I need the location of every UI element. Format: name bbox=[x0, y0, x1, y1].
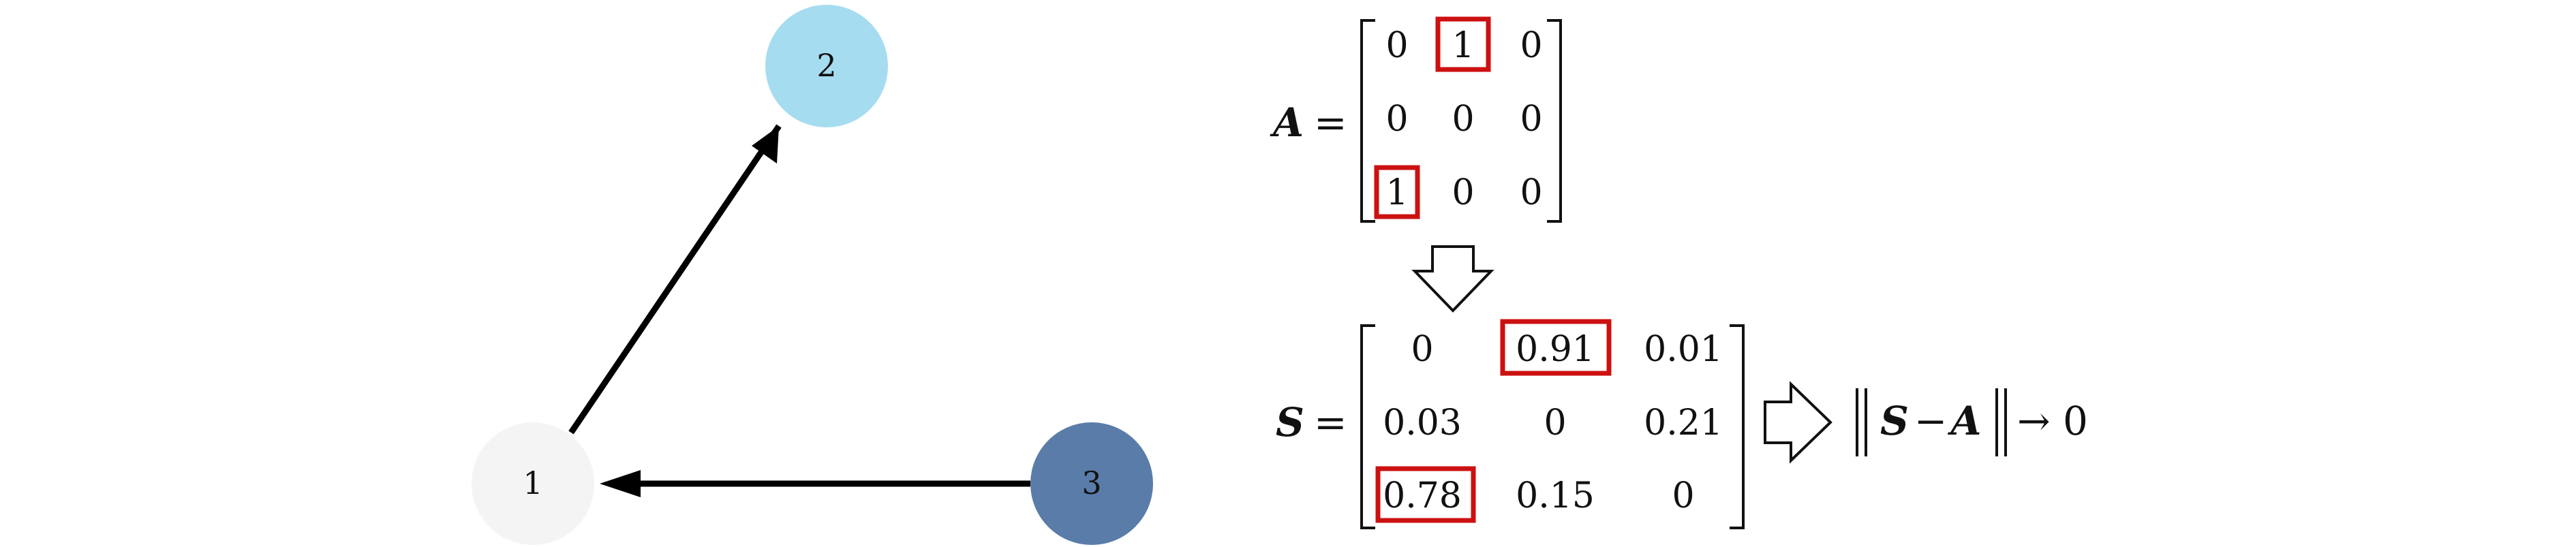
edge-1-to-2 bbox=[568, 124, 782, 435]
arrowhead-1-to-2 bbox=[752, 126, 779, 163]
matrix-a-right-bracket bbox=[1547, 19, 1562, 223]
node-1-label: 1 bbox=[523, 465, 542, 501]
matrix-a-cell: 0 bbox=[1520, 99, 1542, 140]
matrix-a-cell: 0 bbox=[1452, 99, 1474, 140]
matrix-s-cell: 0.01 bbox=[1644, 329, 1723, 370]
norm-minus: − bbox=[1914, 398, 1948, 444]
matrix-a-cell: 0 bbox=[1385, 99, 1408, 140]
matrix-a-symbol: A bbox=[1270, 99, 1304, 146]
node-1 bbox=[472, 422, 594, 545]
node-2 bbox=[765, 5, 888, 127]
highlight-box-s-0-91 bbox=[1500, 319, 1612, 376]
matrix-s-cell: 0.78 bbox=[1383, 475, 1462, 516]
highlight-box-a-edge-1-2 bbox=[1435, 16, 1491, 72]
matrix-s-cell: 0.15 bbox=[1516, 475, 1595, 516]
highlight-box-a-edge-3-1 bbox=[1374, 165, 1420, 219]
matrix-a-cell: 1 bbox=[1452, 25, 1474, 66]
matrix-a-cell: 0 bbox=[1385, 25, 1408, 66]
norm-right-symbol: A bbox=[1947, 398, 1981, 444]
graph-edges bbox=[568, 124, 1030, 497]
arrowhead-3-to-1 bbox=[600, 470, 641, 497]
norm-left-symbol: S bbox=[1880, 398, 1909, 444]
matrix-a-cell: 0 bbox=[1520, 25, 1542, 66]
node-3-label: 3 bbox=[1082, 465, 1101, 501]
matrix-s-cell: 0 bbox=[1411, 329, 1433, 370]
matrix-s-cell: 0 bbox=[1672, 475, 1694, 516]
matrix-s-cell: 0.91 bbox=[1516, 329, 1595, 370]
matrix-a-equation: A = 0 1 0 0 0 0 1 0 0 bbox=[1270, 16, 1562, 223]
matrix-s-equals: = bbox=[1314, 399, 1347, 446]
matrix-a-cell: 1 bbox=[1385, 172, 1408, 213]
matrix-s-cell: 0.21 bbox=[1644, 403, 1723, 443]
graph-nodes: 1 2 3 bbox=[472, 5, 1153, 545]
matrix-s-symbol: S bbox=[1276, 399, 1304, 446]
matrix-a-cell: 0 bbox=[1520, 172, 1542, 213]
matrix-s-cell: 0.03 bbox=[1383, 403, 1462, 443]
highlight-box-s-0-78 bbox=[1375, 466, 1476, 523]
right-arrow-icon bbox=[1764, 381, 1833, 464]
matrix-s-cell: 0 bbox=[1544, 403, 1566, 443]
down-arrow-icon bbox=[1411, 245, 1494, 313]
matrix-s-equation: S = 0 0.91 0.01 0.03 0 0.21 0.78 0.15 0 bbox=[1276, 319, 1745, 529]
norm-limit: → 0 bbox=[2017, 398, 2088, 444]
node-2-label: 2 bbox=[816, 47, 836, 84]
matrix-a-cell: 0 bbox=[1452, 172, 1474, 213]
matrix-s-right-bracket bbox=[1730, 324, 1745, 529]
node-3 bbox=[1030, 422, 1153, 545]
matrix-a-equals: = bbox=[1314, 99, 1347, 146]
matrix-a-left-bracket bbox=[1360, 19, 1375, 223]
matrix-s-left-bracket bbox=[1360, 324, 1375, 529]
norm-expression: S − A → 0 bbox=[1856, 388, 2088, 456]
